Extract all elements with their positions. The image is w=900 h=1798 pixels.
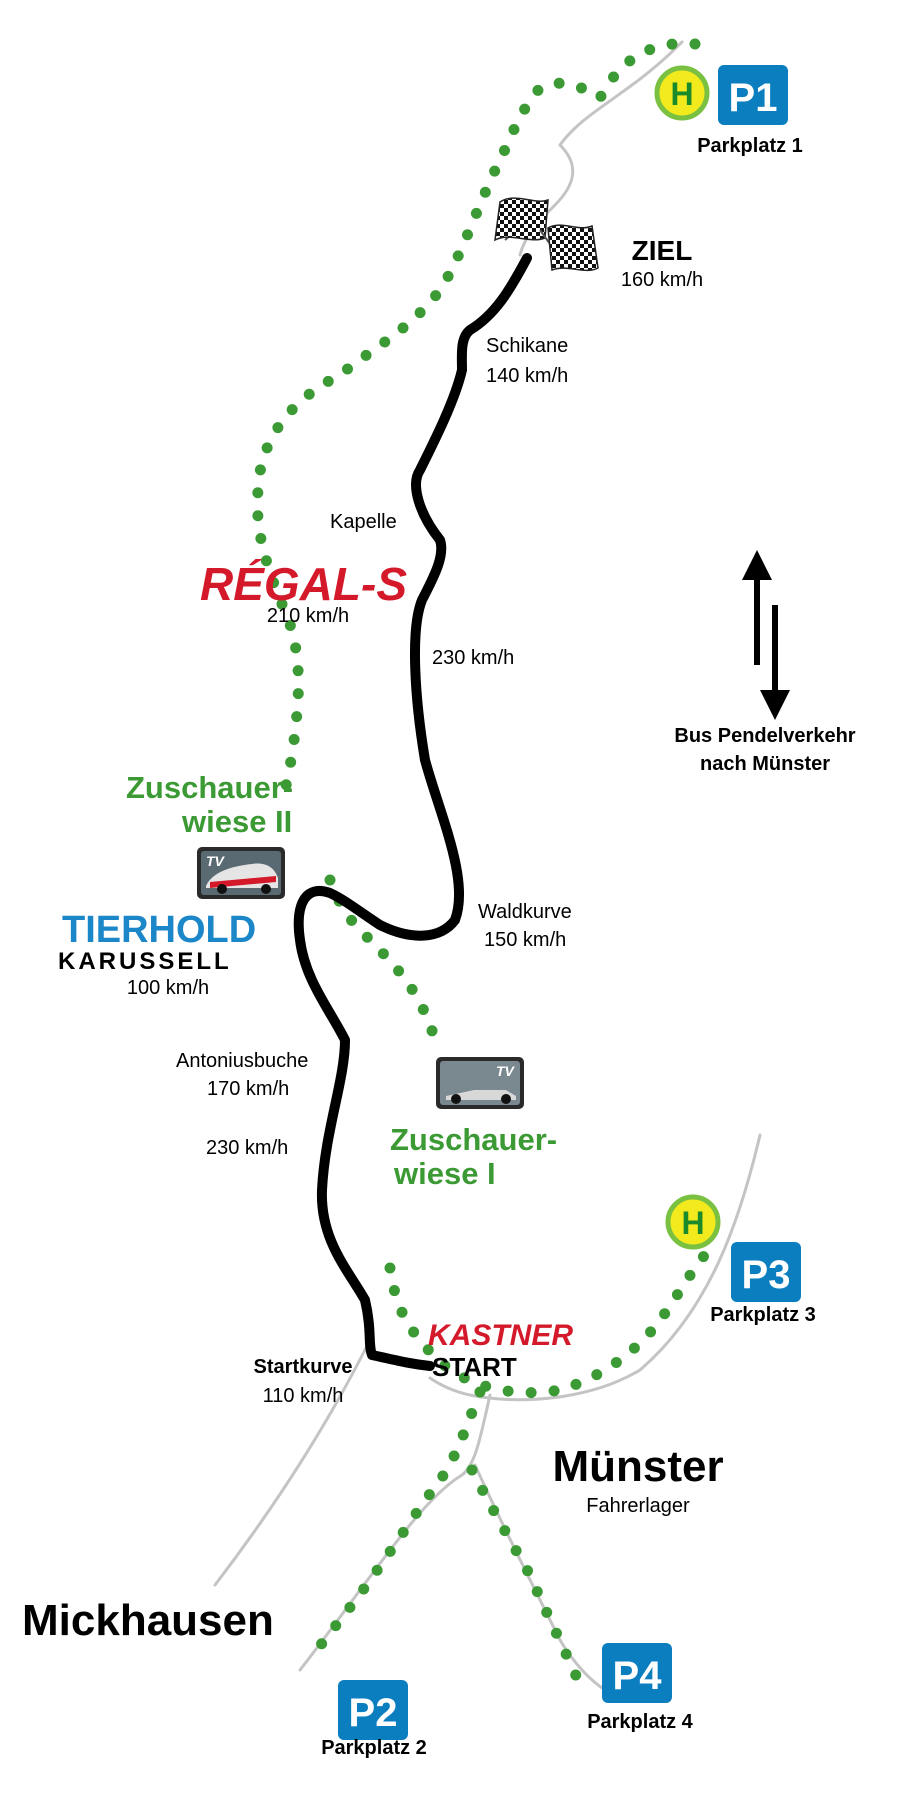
parking-p2-badge: P2 (349, 1691, 398, 1735)
spectator-2-line1: Zuschauer- (126, 770, 293, 805)
shuttle-line1: Bus Pendelverkehr (674, 725, 855, 747)
parking-p1-label: Parkplatz 1 (697, 135, 803, 157)
straight-upper-speed: 230 km/h (432, 647, 514, 669)
regal-logo: RÉGAL-S (200, 558, 407, 610)
muenster-sub: Fahrerlager (586, 1495, 690, 1517)
tv-camera-icon: TV (197, 847, 285, 899)
parking-p1-badge: P1 (729, 76, 778, 120)
startkurve-speed: 110 km/h (263, 1385, 344, 1407)
parking-p3[interactable]: P3 (731, 1242, 801, 1302)
finish-speed: 160 km/h (621, 269, 703, 291)
bus-stop-icon: H (654, 65, 710, 121)
startkurve-name: Startkurve (254, 1356, 353, 1378)
muenster-name: Münster (552, 1442, 723, 1491)
parking-p2-label: Parkplatz 2 (321, 1737, 427, 1759)
parking-p3-badge: P3 (742, 1253, 791, 1297)
tv-badge-upper: TV (206, 853, 226, 869)
waldkurve-speed: 150 km/h (484, 929, 566, 951)
shuttle-arrows-icon (742, 550, 790, 720)
road-east (428, 1133, 762, 1402)
schikane-speed: 140 km/h (486, 365, 568, 387)
tv-badge-lower: TV (496, 1063, 516, 1079)
parking-p4-label: Parkplatz 4 (587, 1711, 693, 1733)
parking-p4-badge: P4 (613, 1654, 663, 1698)
waldkurve-name: Waldkurve (478, 901, 572, 923)
start-label: START (432, 1352, 517, 1382)
tierhold-logo: TIERHOLD (62, 909, 256, 951)
footpath-p2 (302, 1386, 486, 1666)
start-sponsor: KASTNER (428, 1319, 573, 1352)
footpath-p4 (466, 1464, 584, 1686)
kapelle-name: Kapelle (330, 511, 397, 533)
tierhold-speed: 100 km/h (127, 977, 209, 999)
parking-p3-label: Parkplatz 3 (710, 1304, 816, 1326)
schikane-name: Schikane (486, 335, 568, 357)
parking-p2[interactable]: P2 (338, 1680, 408, 1740)
regal-speed: 210 km/h (267, 605, 349, 627)
parking-p1[interactable]: P1 (718, 65, 788, 125)
race-track (293, 253, 532, 1371)
footpath-north (251, 38, 701, 796)
checkered-flag-icon (494, 197, 599, 272)
footpath-start (384, 1249, 711, 1399)
road-west (213, 1338, 372, 1587)
tv-camera-icon: TV (436, 1057, 524, 1109)
parking-p4[interactable]: P4 (602, 1643, 672, 1703)
bus-stop-letter: H (670, 76, 693, 112)
finish-title: ZIEL (632, 235, 693, 266)
mickhausen-name: Mickhausen (22, 1596, 274, 1645)
spectator-1-line1: Zuschauer- (390, 1122, 557, 1157)
tierhold-sub: KARUSSELL (58, 948, 232, 975)
bus-stop-icon: H (665, 1194, 721, 1250)
straight-lower-speed: 230 km/h (206, 1137, 288, 1159)
spectator-2-line2: wiese II (181, 804, 292, 839)
antoniusbuche-name: Antoniusbuche (176, 1050, 308, 1072)
antoniusbuche-speed: 170 km/h (207, 1078, 289, 1100)
spectator-1-line2: wiese I (393, 1156, 496, 1191)
shuttle-line2: nach Münster (700, 753, 830, 775)
bus-stop-letter: H (681, 1205, 704, 1241)
